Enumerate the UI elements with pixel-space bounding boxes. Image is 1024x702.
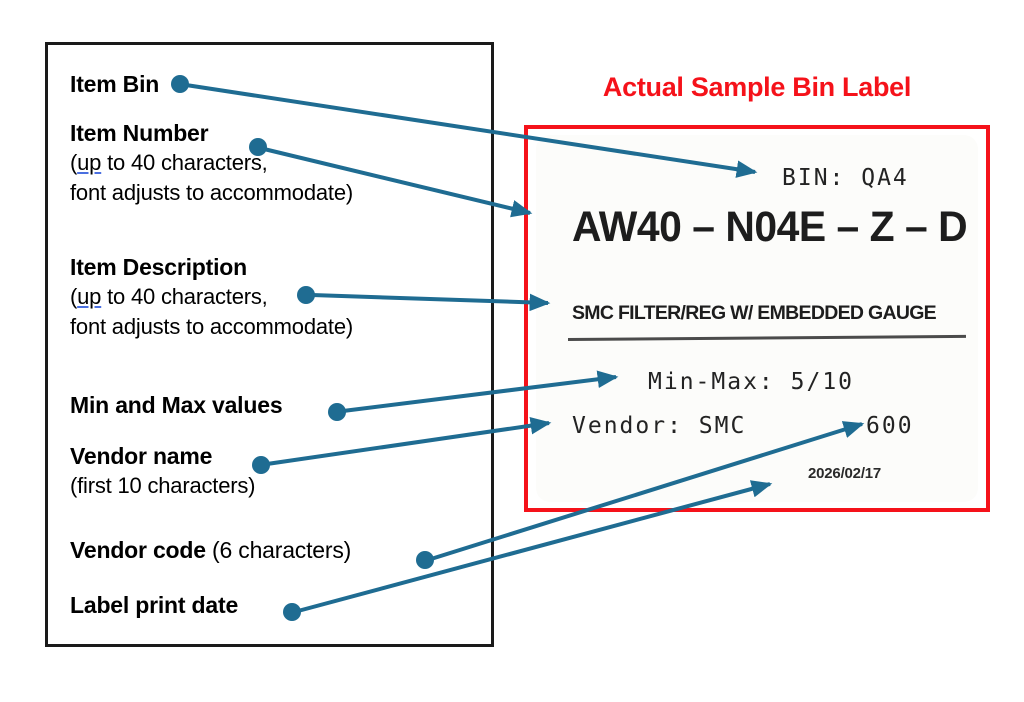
legend-item-title: Item Description	[70, 254, 248, 280]
legend-item-title-suffix: (6 characters)	[205, 537, 352, 563]
sample-label-frame: BIN: QA4 AW40 – N04E – Z – D SMC FILTER/…	[524, 125, 990, 512]
legend-item-title: Min and Max values	[70, 392, 283, 418]
underlined-word: up	[77, 284, 102, 309]
legend-item-title: Item Number	[70, 120, 209, 146]
subline-rest: to 40 characters,	[101, 284, 268, 309]
legend-item-item-bin: Item Bin	[70, 69, 159, 99]
legend-item-subline-2: font adjusts to accommodate)	[70, 314, 353, 339]
label-item-description: SMC FILTER/REG W/ EMBEDDED GAUGE	[572, 302, 937, 324]
legend-panel: Item Bin Item Number (up to 40 character…	[45, 42, 494, 647]
label-bin-line: BIN: QA4	[782, 165, 909, 191]
label-min-max-line: Min-Max: 5/10	[648, 369, 855, 395]
label-print-date: 2026/02/17	[808, 465, 882, 482]
legend-item-title: Item Bin	[70, 71, 160, 97]
bin-label-paper: BIN: QA4 AW40 – N04E – Z – D SMC FILTER/…	[536, 135, 978, 502]
legend-item-subline-1: (up to 40 characters,	[70, 282, 353, 312]
legend-item-subline-1: (up to 40 characters,	[70, 148, 353, 178]
legend-item-title: Vendor code (6 characters)	[70, 535, 351, 565]
legend-item-min-max-values: Min and Max values	[70, 390, 283, 420]
legend-item-label-print-date: Label print date	[70, 590, 238, 620]
legend-item-vendor-name: Vendor name (first 10 characters)	[70, 441, 255, 501]
legend-item-item-description: Item Description (up to 40 characters, f…	[70, 252, 353, 342]
paren-open: (	[70, 150, 78, 175]
subline-rest: to 40 characters,	[101, 150, 268, 175]
label-divider-rule	[567, 334, 966, 341]
underlined-word: up	[77, 150, 102, 175]
legend-item-subline-2: font adjusts to accommodate)	[70, 180, 353, 205]
legend-item-title: Label print date	[70, 592, 239, 618]
legend-item-subline-1: (first 10 characters)	[70, 473, 256, 498]
legend-item-title-bold: Vendor code	[70, 537, 206, 563]
label-vendor-code: 600	[866, 413, 914, 439]
label-item-number: AW40 – N04E – Z – D	[572, 203, 968, 251]
label-vendor-line: Vendor: SMC	[572, 413, 747, 439]
legend-item-title: Vendor name	[70, 443, 213, 469]
paren-open: (	[70, 284, 78, 309]
legend-item-item-number: Item Number (up to 40 characters, font a…	[70, 118, 353, 208]
legend-item-vendor-code: Vendor code (6 characters)	[70, 535, 351, 565]
sample-label-title: Actual Sample Bin Label	[602, 72, 912, 102]
